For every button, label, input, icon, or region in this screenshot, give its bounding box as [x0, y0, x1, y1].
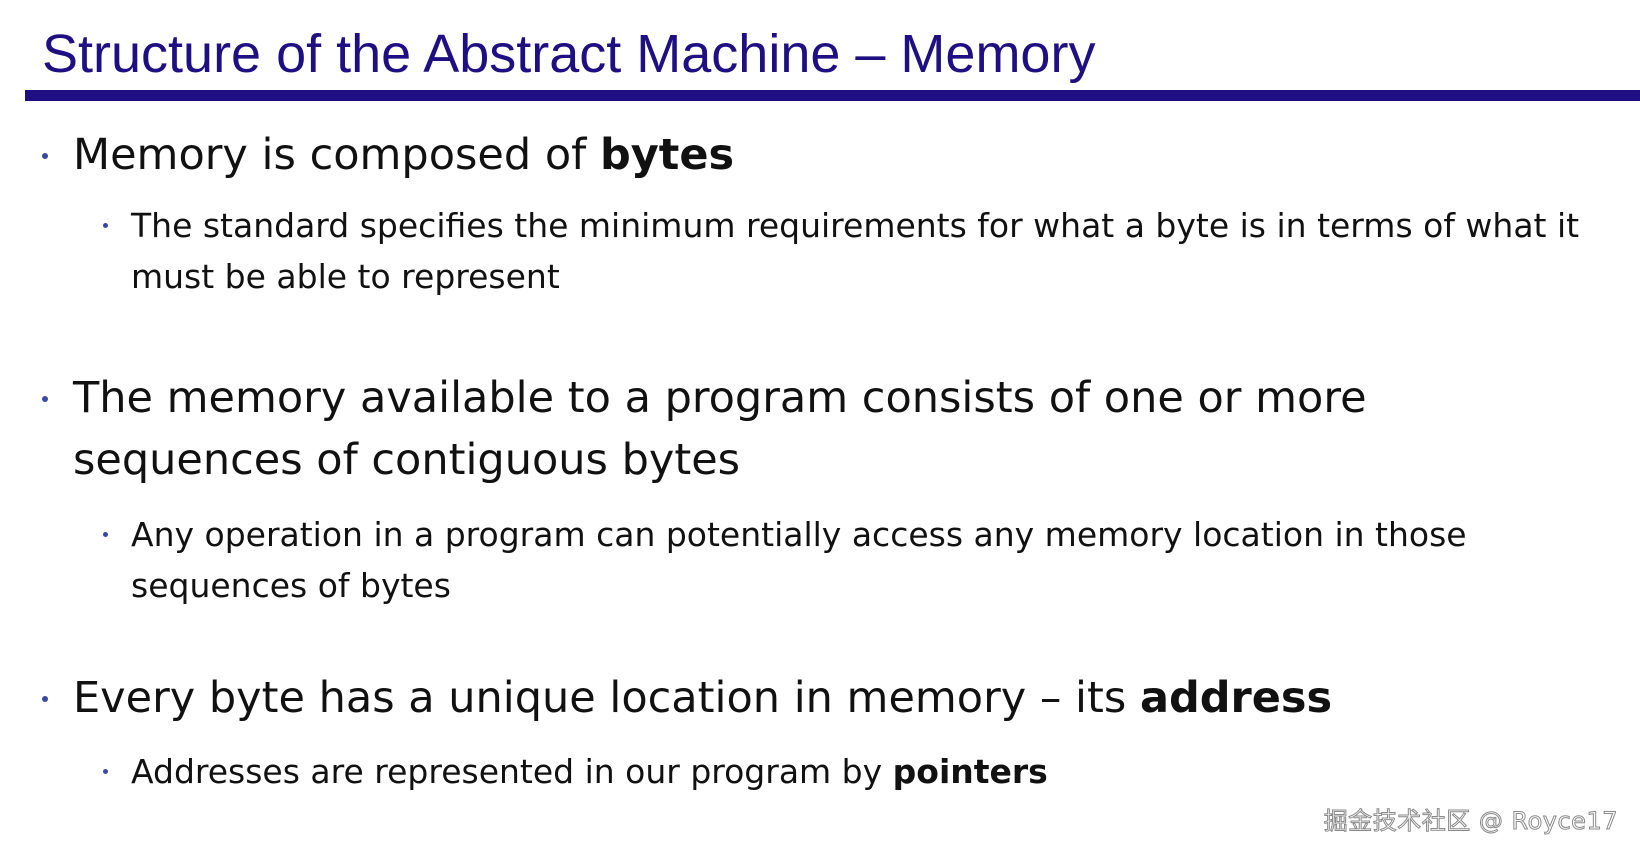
- sub-bullet-pointers: Addresses are represented in our program…: [103, 746, 1621, 797]
- sub-bullet-bold-term: pointers: [892, 752, 1048, 791]
- bullet-bold-term: address: [1139, 673, 1333, 723]
- bullet-dot-icon: [42, 696, 48, 702]
- bullet-text: Every byte has a unique location in memo…: [73, 673, 1140, 723]
- slide-title: Structure of the Abstract Machine – Memo…: [42, 24, 1096, 84]
- bullet-memory-bytes: Memory is composed of bytes: [42, 124, 1593, 186]
- sub-bullet-byte-requirements: The standard specifies the minimum requi…: [103, 200, 1621, 302]
- watermark: 掘金技术社区 @ Royce17: [1323, 807, 1618, 836]
- sub-bullet-dot-icon: [103, 769, 108, 774]
- sub-bullet-text: Any operation in a program can potential…: [131, 515, 1467, 605]
- bullet-memory-sequences: The memory available to a program consis…: [42, 367, 1593, 491]
- bullet-dot-icon: [42, 153, 48, 159]
- bullet-text: Memory is composed of: [73, 130, 600, 180]
- sub-bullet-dot-icon: [103, 223, 108, 228]
- bullet-text: The memory available to a program consis…: [73, 373, 1367, 485]
- bullet-bold-term: bytes: [599, 130, 735, 180]
- bullet-dot-icon: [42, 396, 48, 402]
- sub-bullet-dot-icon: [103, 532, 108, 537]
- sub-bullet-text: Addresses are represented in our program…: [131, 752, 893, 791]
- sub-bullet-memory-access: Any operation in a program can potential…: [103, 509, 1621, 611]
- bullet-byte-address: Every byte has a unique location in memo…: [42, 667, 1593, 729]
- sub-bullet-text: The standard specifies the minimum requi…: [131, 206, 1580, 296]
- title-underline-rule: [25, 90, 1640, 101]
